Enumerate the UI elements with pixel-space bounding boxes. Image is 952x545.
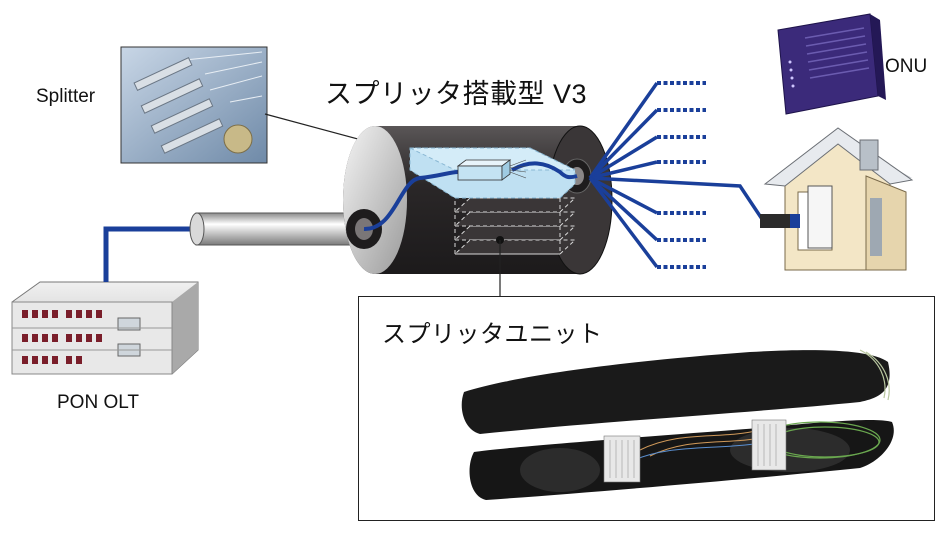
olt-feeder-fiber [106, 229, 200, 282]
feeder-tube [190, 213, 362, 245]
onu-label: ONU [885, 56, 927, 78]
house [765, 128, 912, 270]
olt-rack [12, 282, 198, 374]
splitter-unit-label: スプリッタユニット [382, 314, 603, 349]
diagram-title: スプリッタ搭載型 V3 [325, 72, 587, 111]
splitter-unit-photo [462, 350, 894, 500]
drop-connector-end [790, 214, 800, 228]
splitter-photo [121, 47, 267, 163]
drop-fibers [590, 83, 764, 267]
splitter-label: Splitter [36, 86, 95, 108]
pon-olt-label: PON OLT [57, 392, 139, 414]
onu-device [778, 14, 886, 114]
